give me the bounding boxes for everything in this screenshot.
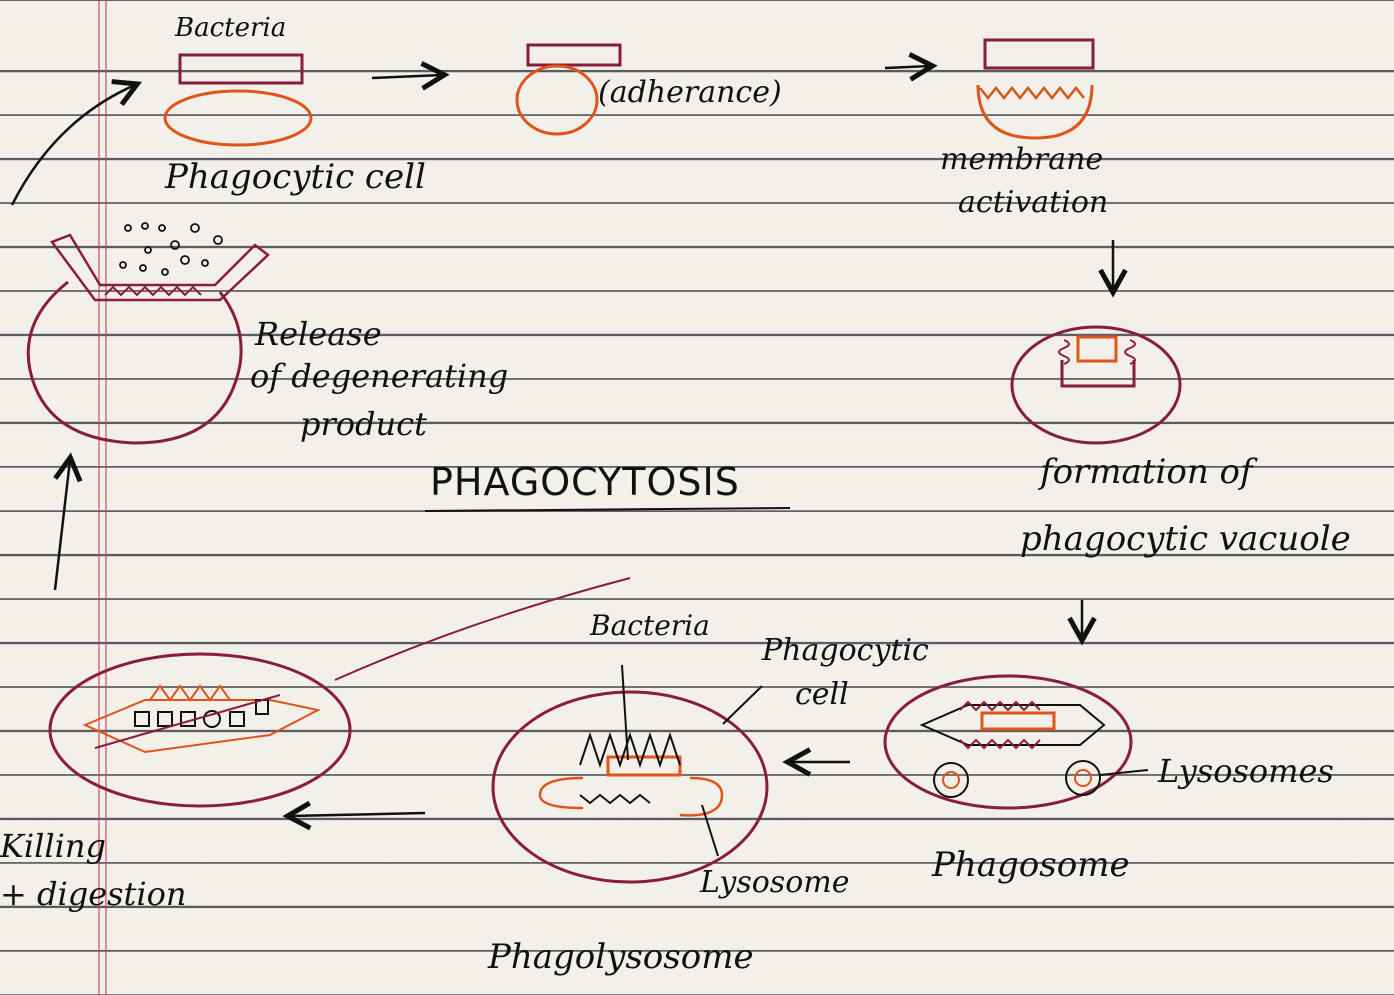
stage-phagolysosome xyxy=(493,665,767,882)
bacteria-rect xyxy=(180,55,302,83)
phagocytic-cell-shape xyxy=(165,91,311,145)
title-underline xyxy=(425,508,790,511)
phagocytic-cell-shape xyxy=(978,85,1092,138)
label-phagocytic-vacuole: phagocytic vacuole xyxy=(1020,522,1351,556)
arrow-to-membrane-activation xyxy=(885,66,930,68)
cell-outline xyxy=(885,676,1131,808)
arrow-to-release xyxy=(55,460,70,590)
label-formation-of: formation of xyxy=(1040,455,1253,489)
arrow-to-adherance xyxy=(372,75,442,78)
label-cell: cell xyxy=(795,680,849,710)
lysosome-left-lobe xyxy=(540,778,583,808)
cross-line xyxy=(95,695,280,748)
label-phagolysosome: Phagolysosome xyxy=(488,940,754,974)
cell-outline xyxy=(28,282,241,443)
bacteria-rect xyxy=(1078,337,1116,361)
pseudopod-zigzag xyxy=(980,88,1084,98)
label-phagocytic-cell-top: Phagocytic cell xyxy=(165,160,426,194)
phagosome-outline xyxy=(922,705,1104,745)
stage-release xyxy=(28,223,268,443)
page-title: PHAGOCYTOSIS xyxy=(430,460,740,504)
phagolysosome-zigzag xyxy=(580,795,650,803)
lysosome-left xyxy=(934,763,968,797)
stage-phagosome xyxy=(885,676,1148,808)
bacteria-rect xyxy=(982,713,1054,729)
fragment-5 xyxy=(230,712,244,726)
label-bacteria-top: Bacteria xyxy=(175,15,286,41)
stage-killing-digestion xyxy=(50,578,630,806)
label-killing: Killing xyxy=(0,830,106,862)
label-phagosome: Phagosome xyxy=(932,848,1130,882)
label-bacteria-mid: Bacteria xyxy=(590,612,710,640)
label-membrane: membrane xyxy=(940,145,1103,175)
digestion-spikes xyxy=(150,686,230,700)
digestion-vacuole xyxy=(85,700,318,752)
label-product: product xyxy=(300,408,427,440)
degenerating-products xyxy=(120,223,222,275)
fragment-2 xyxy=(158,712,172,726)
label-release: Release xyxy=(255,318,382,350)
label-digestion: + digestion xyxy=(0,878,187,910)
label-lysosome: Lysosome xyxy=(700,868,849,898)
arrow-back-to-start xyxy=(12,85,135,205)
label-activation: activation xyxy=(958,188,1108,218)
lysosome-right-lobe xyxy=(680,778,722,815)
stage-vacuole-formation xyxy=(1012,327,1180,443)
label-of-degenerating: of degenerating xyxy=(250,360,508,392)
vacuole-membrane xyxy=(1062,360,1134,386)
fragment-1 xyxy=(135,712,149,726)
stage-bacteria-and-cell xyxy=(165,55,311,145)
digestion-pointer xyxy=(335,578,630,680)
phagocytic-cell-pointer xyxy=(723,686,762,724)
lysosomes-pointer xyxy=(1100,770,1148,775)
opening-membrane xyxy=(52,235,268,300)
label-phagocytic: Phagocytic xyxy=(762,636,929,666)
bacteria-rect xyxy=(985,40,1093,68)
bacteria-pointer xyxy=(622,665,628,760)
stage-membrane-activation xyxy=(978,40,1093,138)
phagocytic-cell-shape xyxy=(517,66,597,134)
label-adherance: (adherance) xyxy=(598,78,782,108)
lysosome-right xyxy=(1066,761,1100,795)
phagolysosome-spikes xyxy=(580,735,680,765)
bacteria-rect xyxy=(528,45,620,65)
label-lysosomes: Lysosomes xyxy=(1158,755,1334,787)
opening-zigzag xyxy=(105,287,201,295)
arrow-to-killing-digestion xyxy=(290,813,425,816)
